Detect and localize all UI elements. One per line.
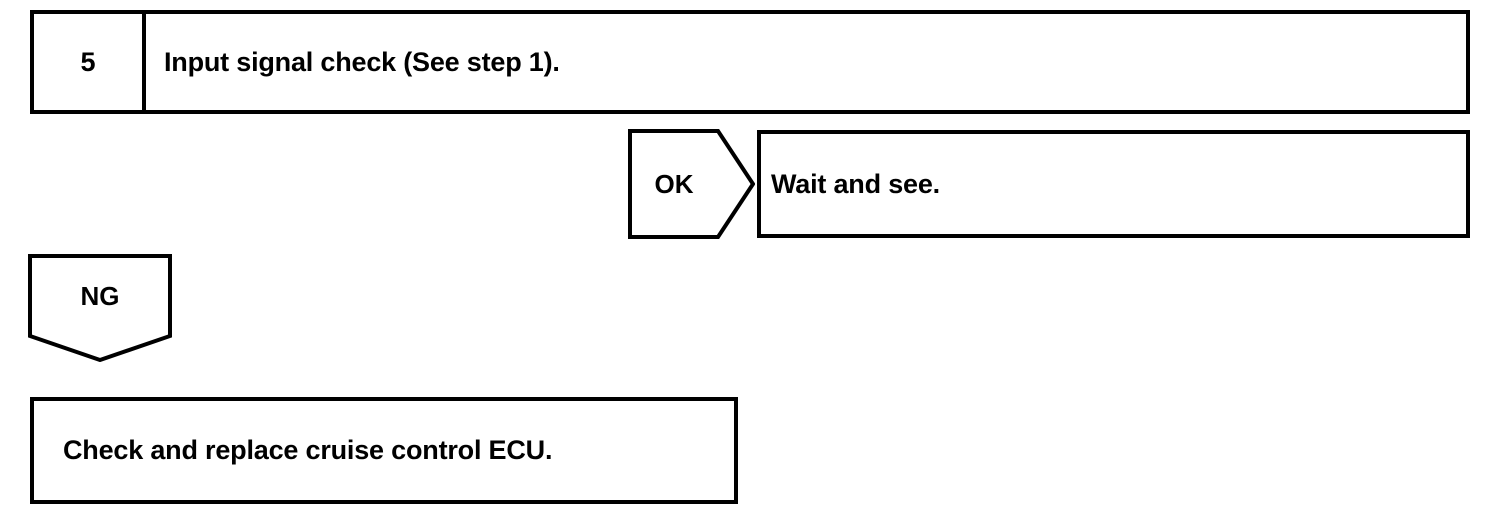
ng-pentagon-shape [28, 254, 172, 362]
ng-result-text: Check and replace cruise control ECU. [63, 435, 553, 465]
step-number: 5 [80, 46, 96, 77]
step-instruction: Input signal check (See step 1). [164, 46, 560, 77]
ok-pentagon-shape [628, 129, 755, 239]
ng-branch-pentagon [28, 254, 172, 362]
ok-result-box: Wait and see. [757, 130, 1470, 238]
ok-branch-pentagon [628, 129, 755, 239]
step-number-cell: 5 [34, 14, 146, 110]
step-row: 5 Input signal check (See step 1). [30, 10, 1470, 114]
ng-result-box: Check and replace cruise control ECU. [30, 397, 738, 504]
step-instruction-cell: Input signal check (See step 1). [150, 14, 1466, 110]
ok-result-text: Wait and see. [771, 168, 940, 199]
